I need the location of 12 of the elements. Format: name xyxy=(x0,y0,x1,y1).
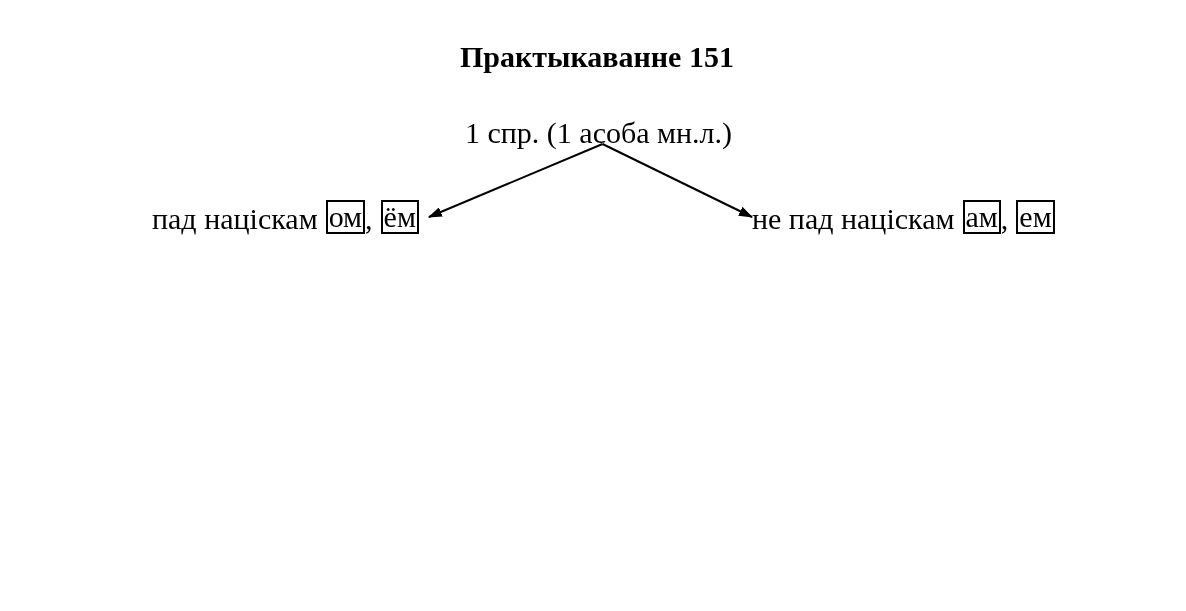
comma: , xyxy=(365,204,373,234)
arrow xyxy=(427,143,604,218)
node-text: 1 спр. (1 асоба мн.л.) xyxy=(465,118,733,148)
node-text: пад націскам xyxy=(152,204,318,234)
node-text: не пад націскам xyxy=(752,204,955,234)
boxed-ending: ом xyxy=(325,200,366,234)
boxed-ending: ем xyxy=(1016,200,1055,234)
title: Практыкаванне 151 xyxy=(460,42,734,72)
arrow xyxy=(601,143,753,218)
boxed-ending: ам xyxy=(962,200,1001,234)
boxed-ending: ём xyxy=(380,200,419,234)
comma: , xyxy=(1000,204,1009,234)
